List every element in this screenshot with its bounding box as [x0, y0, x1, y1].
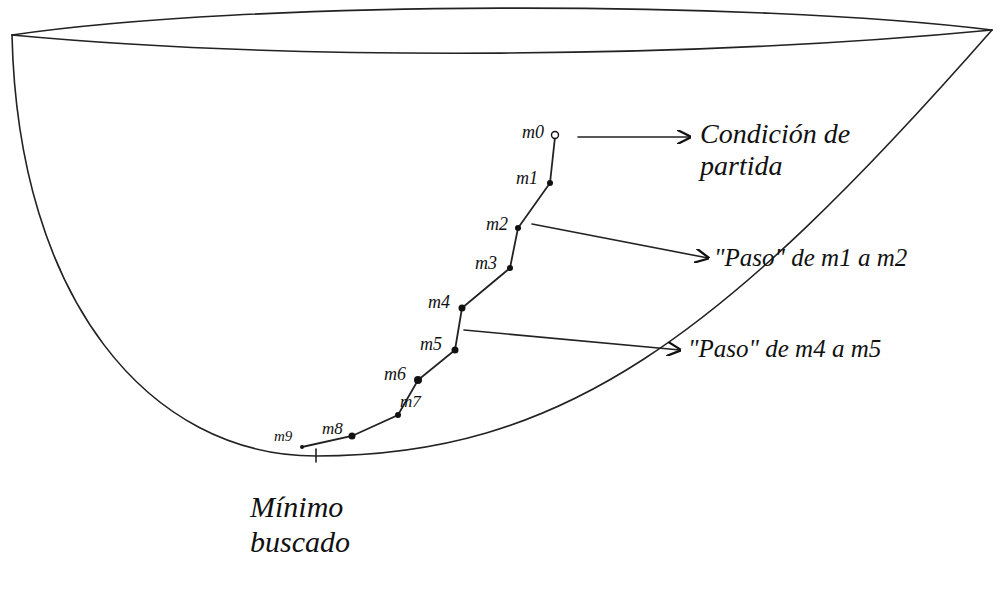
- point-label: m7: [400, 392, 440, 412]
- bowl-outline: [12, 30, 992, 456]
- annotation: "Paso" de m4 a m5: [688, 335, 968, 364]
- step-point: [547, 180, 553, 186]
- step-point: [349, 433, 356, 440]
- bowl-rim-top: [12, 8, 992, 35]
- point-label: m0: [522, 122, 562, 143]
- step-point: [515, 225, 521, 231]
- point-label: m6: [384, 364, 424, 385]
- point-label: m4: [428, 292, 468, 313]
- leader-arrow: [464, 330, 680, 350]
- step-point: [414, 376, 422, 384]
- step-point: [452, 347, 459, 354]
- annotation: Condición de partida: [700, 118, 900, 182]
- point-label: m8: [322, 419, 362, 439]
- step-point: [300, 445, 304, 449]
- point-label: m9: [274, 428, 308, 445]
- point-label: m1: [516, 168, 556, 189]
- step-point: [395, 412, 401, 418]
- minimum-tick: [315, 449, 317, 462]
- descent-path: [302, 137, 555, 447]
- annotation: Mínimo buscado: [250, 490, 415, 559]
- leader-arrow: [578, 136, 690, 138]
- point-label: m3: [475, 253, 515, 274]
- bowl-rim-bottom: [12, 30, 992, 53]
- point-label: m5: [420, 334, 460, 355]
- step-point: [507, 265, 513, 271]
- start-point: [552, 132, 559, 139]
- point-label: m2: [486, 214, 526, 235]
- step-point: [459, 305, 466, 312]
- annotation: "Paso" de m1 a m2: [714, 244, 994, 273]
- leader-arrow: [532, 224, 708, 258]
